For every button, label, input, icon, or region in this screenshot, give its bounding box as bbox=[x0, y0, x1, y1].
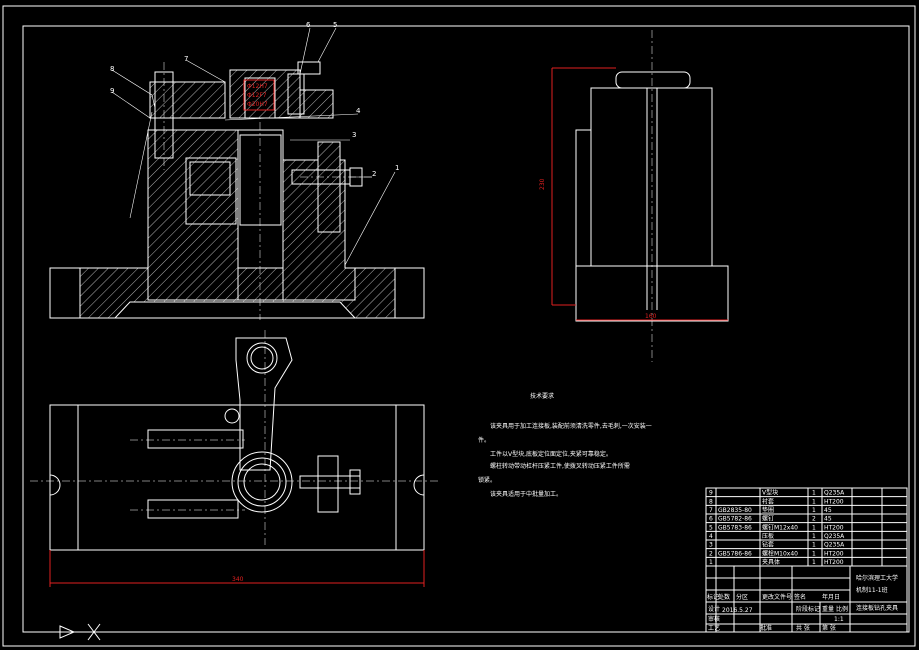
svg-text:Φ20H7: Φ20H7 bbox=[247, 101, 268, 108]
svg-text:Φ12F7: Φ12F7 bbox=[247, 92, 267, 99]
bom-cell-mat: HT200 bbox=[824, 498, 844, 505]
balloon-8: 8 bbox=[110, 65, 114, 73]
label-designer: 设计 bbox=[708, 605, 720, 613]
bom-cell-name: 夹具体 bbox=[762, 558, 780, 566]
drawing-scale: 1:1 bbox=[834, 616, 844, 623]
tech-line-3: 工件以V型块,底板定位面定位,夹紧可靠稳定。 bbox=[490, 450, 612, 458]
label-stage: 阶段标记 bbox=[796, 605, 820, 613]
svg-text:Φ12H7: Φ12H7 bbox=[247, 83, 268, 90]
side-view: 230 160 bbox=[539, 30, 729, 362]
side-dim-vertical: 230 bbox=[539, 178, 546, 190]
bom-cell-qty: 1 bbox=[812, 507, 816, 514]
bom-cell-qty: 1 bbox=[812, 550, 816, 557]
bom-cell-no: 3 bbox=[709, 542, 713, 549]
bom-cell-qty: 1 bbox=[812, 498, 816, 505]
front-section-view: Φ12H7 Φ12F7 Φ20H7 8 9 7 6 5 4 3 2 1 bbox=[49, 21, 425, 320]
label-reviewer: 审核 bbox=[708, 615, 720, 623]
top-view: 340 bbox=[30, 330, 440, 587]
label-count: 处数 bbox=[718, 593, 730, 601]
label-date: 年月日 bbox=[822, 593, 840, 601]
bom-cell-code: GB5786-86 bbox=[718, 550, 752, 557]
balloon-9: 9 bbox=[110, 87, 114, 95]
bom-cell-qty: 1 bbox=[812, 533, 816, 540]
label-signature: 签名 bbox=[794, 593, 806, 601]
label-change-doc: 更改文件号 bbox=[762, 593, 792, 601]
bom-cell-mat: HT200 bbox=[824, 550, 844, 557]
tech-line-5: 锁紧。 bbox=[478, 476, 496, 484]
tech-requirements: 技术要求 该夹具用于加工连接板,装配前须清洗零件,去毛刺,一次安装一 件。 工件… bbox=[478, 392, 652, 498]
bom-cell-mat: 45 bbox=[824, 507, 832, 514]
bom-cell-code: GB5783-86 bbox=[718, 524, 752, 531]
school-name: 哈尔滨理工大学 bbox=[856, 574, 898, 582]
bom-cell-name: 钻套 bbox=[762, 541, 774, 549]
bom-cell-code: GB5782-86 bbox=[718, 516, 752, 523]
tech-line-6: 该夹具适用于中批量加工。 bbox=[490, 490, 562, 498]
label-sheets: 共 张 bbox=[796, 624, 810, 632]
ucs-icon bbox=[59, 623, 101, 641]
label-mark: 标记 bbox=[707, 593, 719, 601]
bom-cell-no: 6 bbox=[709, 516, 713, 523]
balloon-2: 2 bbox=[372, 170, 376, 178]
inner-frame bbox=[22, 25, 910, 633]
bom-cell-mat: HT200 bbox=[824, 524, 844, 531]
balloon-5: 5 bbox=[333, 21, 337, 29]
outer-frame bbox=[2, 5, 916, 647]
bom-cell-no: 5 bbox=[709, 524, 713, 531]
label-weight: 重量 bbox=[822, 605, 834, 613]
bom-cell-name: 衬套 bbox=[762, 497, 774, 505]
balloon-1: 1 bbox=[395, 164, 399, 172]
bom-cell-code: GB2835-80 bbox=[718, 507, 752, 514]
bom-cell-qty: 1 bbox=[812, 542, 816, 549]
bom-cell-name: 压板 bbox=[762, 532, 774, 540]
bom-cell-name: V型块 bbox=[762, 489, 778, 497]
bom-cell-name: 螺钉 bbox=[762, 515, 774, 523]
bottom-dim: 340 bbox=[232, 576, 244, 583]
bom-cell-mat: Q235A bbox=[824, 533, 845, 540]
bom-cell-name: 螺钉M12x40 bbox=[762, 523, 798, 531]
label-sheet-no: 第 张 bbox=[822, 624, 836, 632]
label-ratio: 比例 bbox=[836, 605, 848, 613]
bom-cell-no: 1 bbox=[709, 559, 713, 566]
bom-cell-qty: 2 bbox=[812, 516, 816, 523]
label-zone: 分区 bbox=[736, 593, 748, 601]
side-dim-horizontal: 160 bbox=[645, 313, 657, 320]
drawing-title: 连接板钻孔夹具 bbox=[856, 604, 898, 612]
tech-line-2: 件。 bbox=[478, 436, 490, 444]
title-block: 哈尔滨理工大学 机制11-1班 连接板钻孔夹具 2016.5.27 1:1 设计… bbox=[705, 565, 908, 633]
balloon-4: 4 bbox=[356, 107, 361, 115]
class-name: 机制11-1班 bbox=[856, 586, 888, 594]
bom-cell-mat: HT200 bbox=[824, 559, 844, 566]
bom-cell-no: 9 bbox=[709, 490, 713, 497]
balloon-3: 3 bbox=[352, 131, 356, 139]
bom-cell-mat: Q235A bbox=[824, 490, 845, 497]
bom-cell-name: 垫圈 bbox=[762, 506, 774, 514]
label-process: 工艺 bbox=[708, 624, 720, 632]
bom-cell-no: 2 bbox=[709, 550, 713, 557]
drawing-date: 2016.5.27 bbox=[722, 607, 753, 614]
bom-cell-qty: 1 bbox=[812, 490, 816, 497]
bom-cell-mat: Q235A bbox=[824, 542, 845, 549]
balloon-6: 6 bbox=[306, 21, 311, 29]
balloon-7: 7 bbox=[184, 55, 188, 63]
tech-line-4: 螺柱转动带动杠杆压紧工件,使拨叉转动压紧工件所需 bbox=[490, 462, 630, 470]
bom-cell-qty: 1 bbox=[812, 524, 816, 531]
bom-cell-no: 4 bbox=[709, 533, 713, 540]
tech-title: 技术要求 bbox=[530, 392, 554, 400]
bom-cell-qty: 1 bbox=[812, 559, 816, 566]
tech-line-1: 该夹具用于加工连接板,装配前须清洗零件,去毛刺,一次安装一 bbox=[490, 422, 652, 430]
bom-cell-name: 螺栓M10x40 bbox=[762, 549, 798, 557]
bom-cell-no: 8 bbox=[709, 498, 713, 505]
bom-cell-mat: 45 bbox=[824, 516, 832, 523]
label-approve: 批准 bbox=[760, 624, 772, 632]
bom-cell-no: 7 bbox=[709, 507, 713, 514]
